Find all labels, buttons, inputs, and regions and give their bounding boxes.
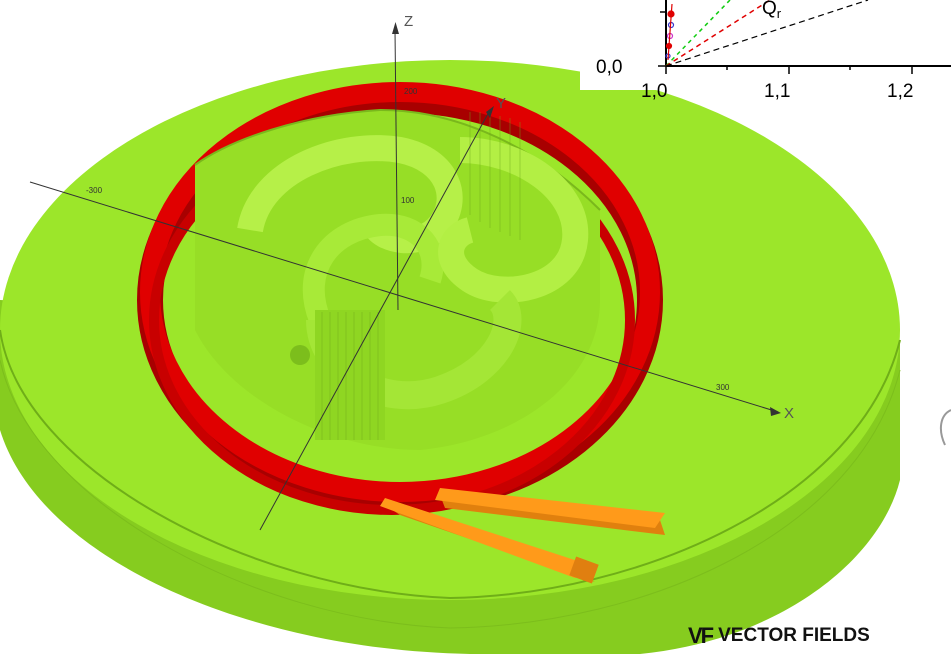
z-axis-line — [394, 29, 399, 311]
edge-arc — [939, 409, 951, 446]
x-axis-line — [29, 181, 779, 413]
orange-lead-bars — [380, 488, 665, 584]
data-points — [665, 3, 675, 61]
y-axis-line — [259, 109, 491, 531]
z-tick-100: 100 — [401, 196, 415, 205]
inset-annotation-q: Qr — [762, 0, 782, 21]
dashed-line-black — [665, 0, 869, 67]
inset-x-tick-1-0: 1,0 — [641, 81, 667, 102]
coordinate-axes — [29, 22, 781, 531]
inset-x-tick-1-1: 1,1 — [764, 81, 790, 102]
y-axis-label: Y — [496, 95, 506, 112]
z-tick-200: 200 — [404, 87, 418, 96]
inset-plot: Qr 0,0 1,0 1,1 1,2 — [580, 0, 951, 102]
inset-y-tick-0: 0,0 — [596, 57, 622, 78]
x-axis-label: X — [784, 405, 794, 422]
dashed-line-red — [665, 0, 771, 67]
vector-fields-logo: VF VECTOR FIELDS — [688, 622, 870, 650]
x-tick-neg300: -300 — [86, 186, 103, 195]
inset-x-tick-1-2: 1,2 — [887, 81, 913, 102]
x-tick-300: 300 — [716, 383, 730, 392]
logo-name: VECTOR FIELDS — [718, 625, 870, 646]
z-axis-label: Z — [404, 13, 413, 30]
logo-mark: VF — [688, 623, 714, 648]
